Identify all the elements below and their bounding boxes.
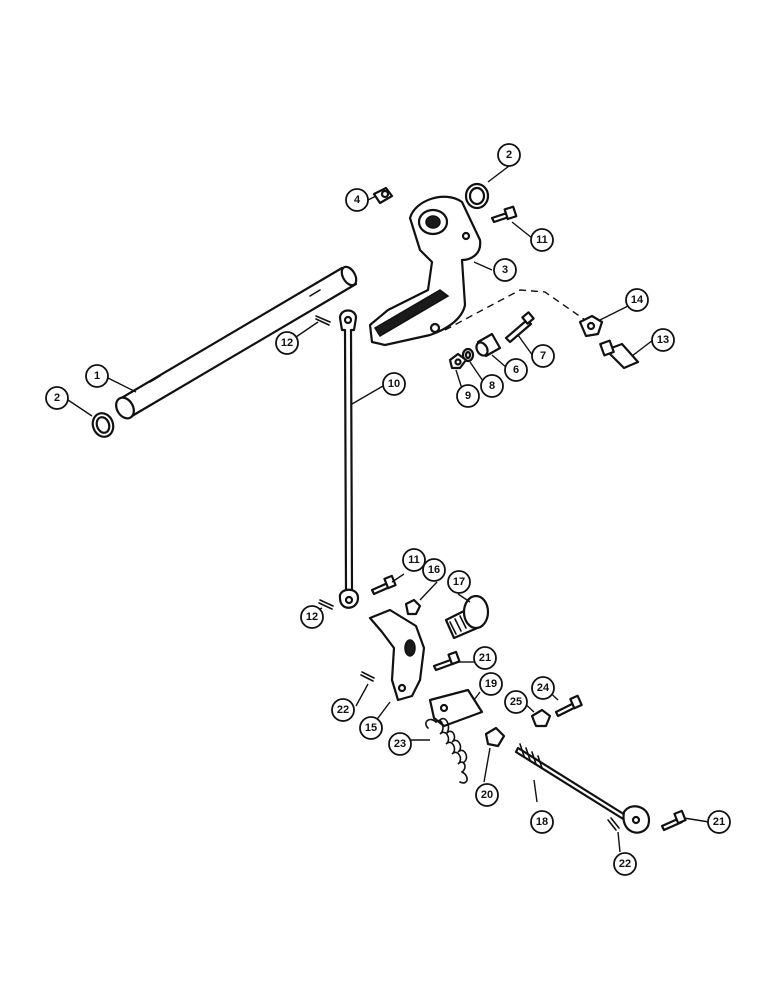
nut-14 (578, 314, 604, 338)
snap-ring-left (91, 412, 115, 438)
svg-text:2: 2 (54, 392, 60, 404)
callout-2-right: 2 (497, 143, 521, 167)
alignment-line (444, 289, 586, 331)
svg-text:9: 9 (465, 390, 471, 402)
leader-lines (67, 165, 710, 853)
callout-1: 1 (85, 364, 109, 388)
callout-21-lower: 21 (707, 810, 731, 834)
callout-13: 13 (651, 328, 675, 352)
svg-text:13: 13 (657, 334, 669, 346)
bolt-7 (504, 311, 535, 344)
bolt-13 (599, 339, 640, 370)
lever-bracket (368, 608, 426, 702)
washer-8 (461, 347, 475, 363)
svg-text:10: 10 (388, 378, 400, 390)
svg-text:22: 22 (337, 704, 349, 716)
svg-text:11: 11 (536, 234, 548, 246)
callout-11-top: 11 (530, 228, 554, 252)
nut-9 (448, 352, 468, 370)
svg-text:7: 7 (540, 350, 546, 362)
callout-9: 9 (456, 384, 480, 408)
callout-24: 24 (531, 676, 555, 700)
nut-20 (484, 726, 506, 748)
callout-14: 14 (625, 288, 649, 312)
callout-6: 6 (504, 358, 528, 382)
svg-text:23: 23 (394, 738, 406, 750)
snap-ring-right (464, 182, 490, 210)
svg-text:20: 20 (481, 789, 493, 801)
callout-21-middle: 21 (473, 646, 497, 670)
svg-text:11: 11 (408, 554, 420, 566)
svg-text:3: 3 (502, 264, 508, 276)
cotter-pin-22-lower (607, 817, 620, 831)
callout-18: 18 (530, 810, 554, 834)
callout-12-bottom: 12 (300, 605, 324, 629)
svg-text:25: 25 (510, 696, 522, 708)
svg-text:21: 21 (713, 816, 725, 828)
pull-rod (338, 309, 360, 609)
svg-text:18: 18 (536, 816, 548, 828)
callout-2-left: 2 (45, 386, 69, 410)
svg-text:4: 4 (354, 194, 361, 206)
bolt-11-bottom (370, 574, 397, 596)
svg-text:21: 21 (479, 652, 491, 664)
callout-22-lower: 22 (613, 852, 637, 876)
return-spring (425, 717, 468, 784)
nut-25 (530, 708, 552, 728)
svg-text:12: 12 (281, 337, 293, 349)
callout-12-top: 12 (275, 331, 299, 355)
bolt-21-middle (432, 650, 461, 672)
callout-8: 8 (480, 374, 504, 398)
svg-text:17: 17 (453, 576, 465, 588)
bolt-11-top (490, 205, 518, 224)
svg-text:15: 15 (365, 722, 377, 734)
callout-3: 3 (493, 258, 517, 282)
bolt-24 (554, 694, 583, 718)
callout-4: 4 (345, 188, 369, 212)
callout-7: 7 (531, 344, 555, 368)
grease-fitting-16 (404, 598, 422, 616)
callout-10: 10 (382, 372, 406, 396)
callout-15: 15 (359, 716, 383, 740)
svg-text:2: 2 (506, 149, 512, 161)
callout-11-bottom: 11 (402, 548, 426, 572)
brake-pedal (368, 195, 482, 347)
svg-text:8: 8 (489, 380, 495, 392)
svg-text:16: 16 (428, 564, 440, 576)
cotter-pin-bottom (318, 599, 334, 610)
svg-text:14: 14 (631, 294, 644, 306)
callout-19: 19 (479, 672, 503, 696)
grease-fitting (372, 186, 394, 205)
svg-text:19: 19 (485, 678, 497, 690)
bushing (475, 332, 502, 358)
bolt-21-lower (660, 809, 687, 832)
svg-text:12: 12 (306, 611, 318, 623)
svg-text:1: 1 (94, 370, 100, 382)
svg-text:22: 22 (619, 858, 631, 870)
callout-22-upper: 22 (331, 698, 355, 722)
cotter-pin-top (315, 315, 331, 326)
cross-shaft (115, 265, 358, 420)
svg-text:6: 6 (513, 364, 519, 376)
adjusting-rod (514, 743, 651, 834)
callout-25: 25 (504, 690, 528, 714)
callout-16: 16 (422, 558, 446, 582)
callout-20: 20 (475, 783, 499, 807)
svg-text:24: 24 (537, 682, 550, 694)
clevis (428, 688, 484, 728)
stud-bolt (444, 594, 490, 640)
callout-17: 17 (447, 570, 471, 594)
callout-23: 23 (388, 732, 412, 756)
cotter-pin-22-upper (360, 671, 375, 682)
